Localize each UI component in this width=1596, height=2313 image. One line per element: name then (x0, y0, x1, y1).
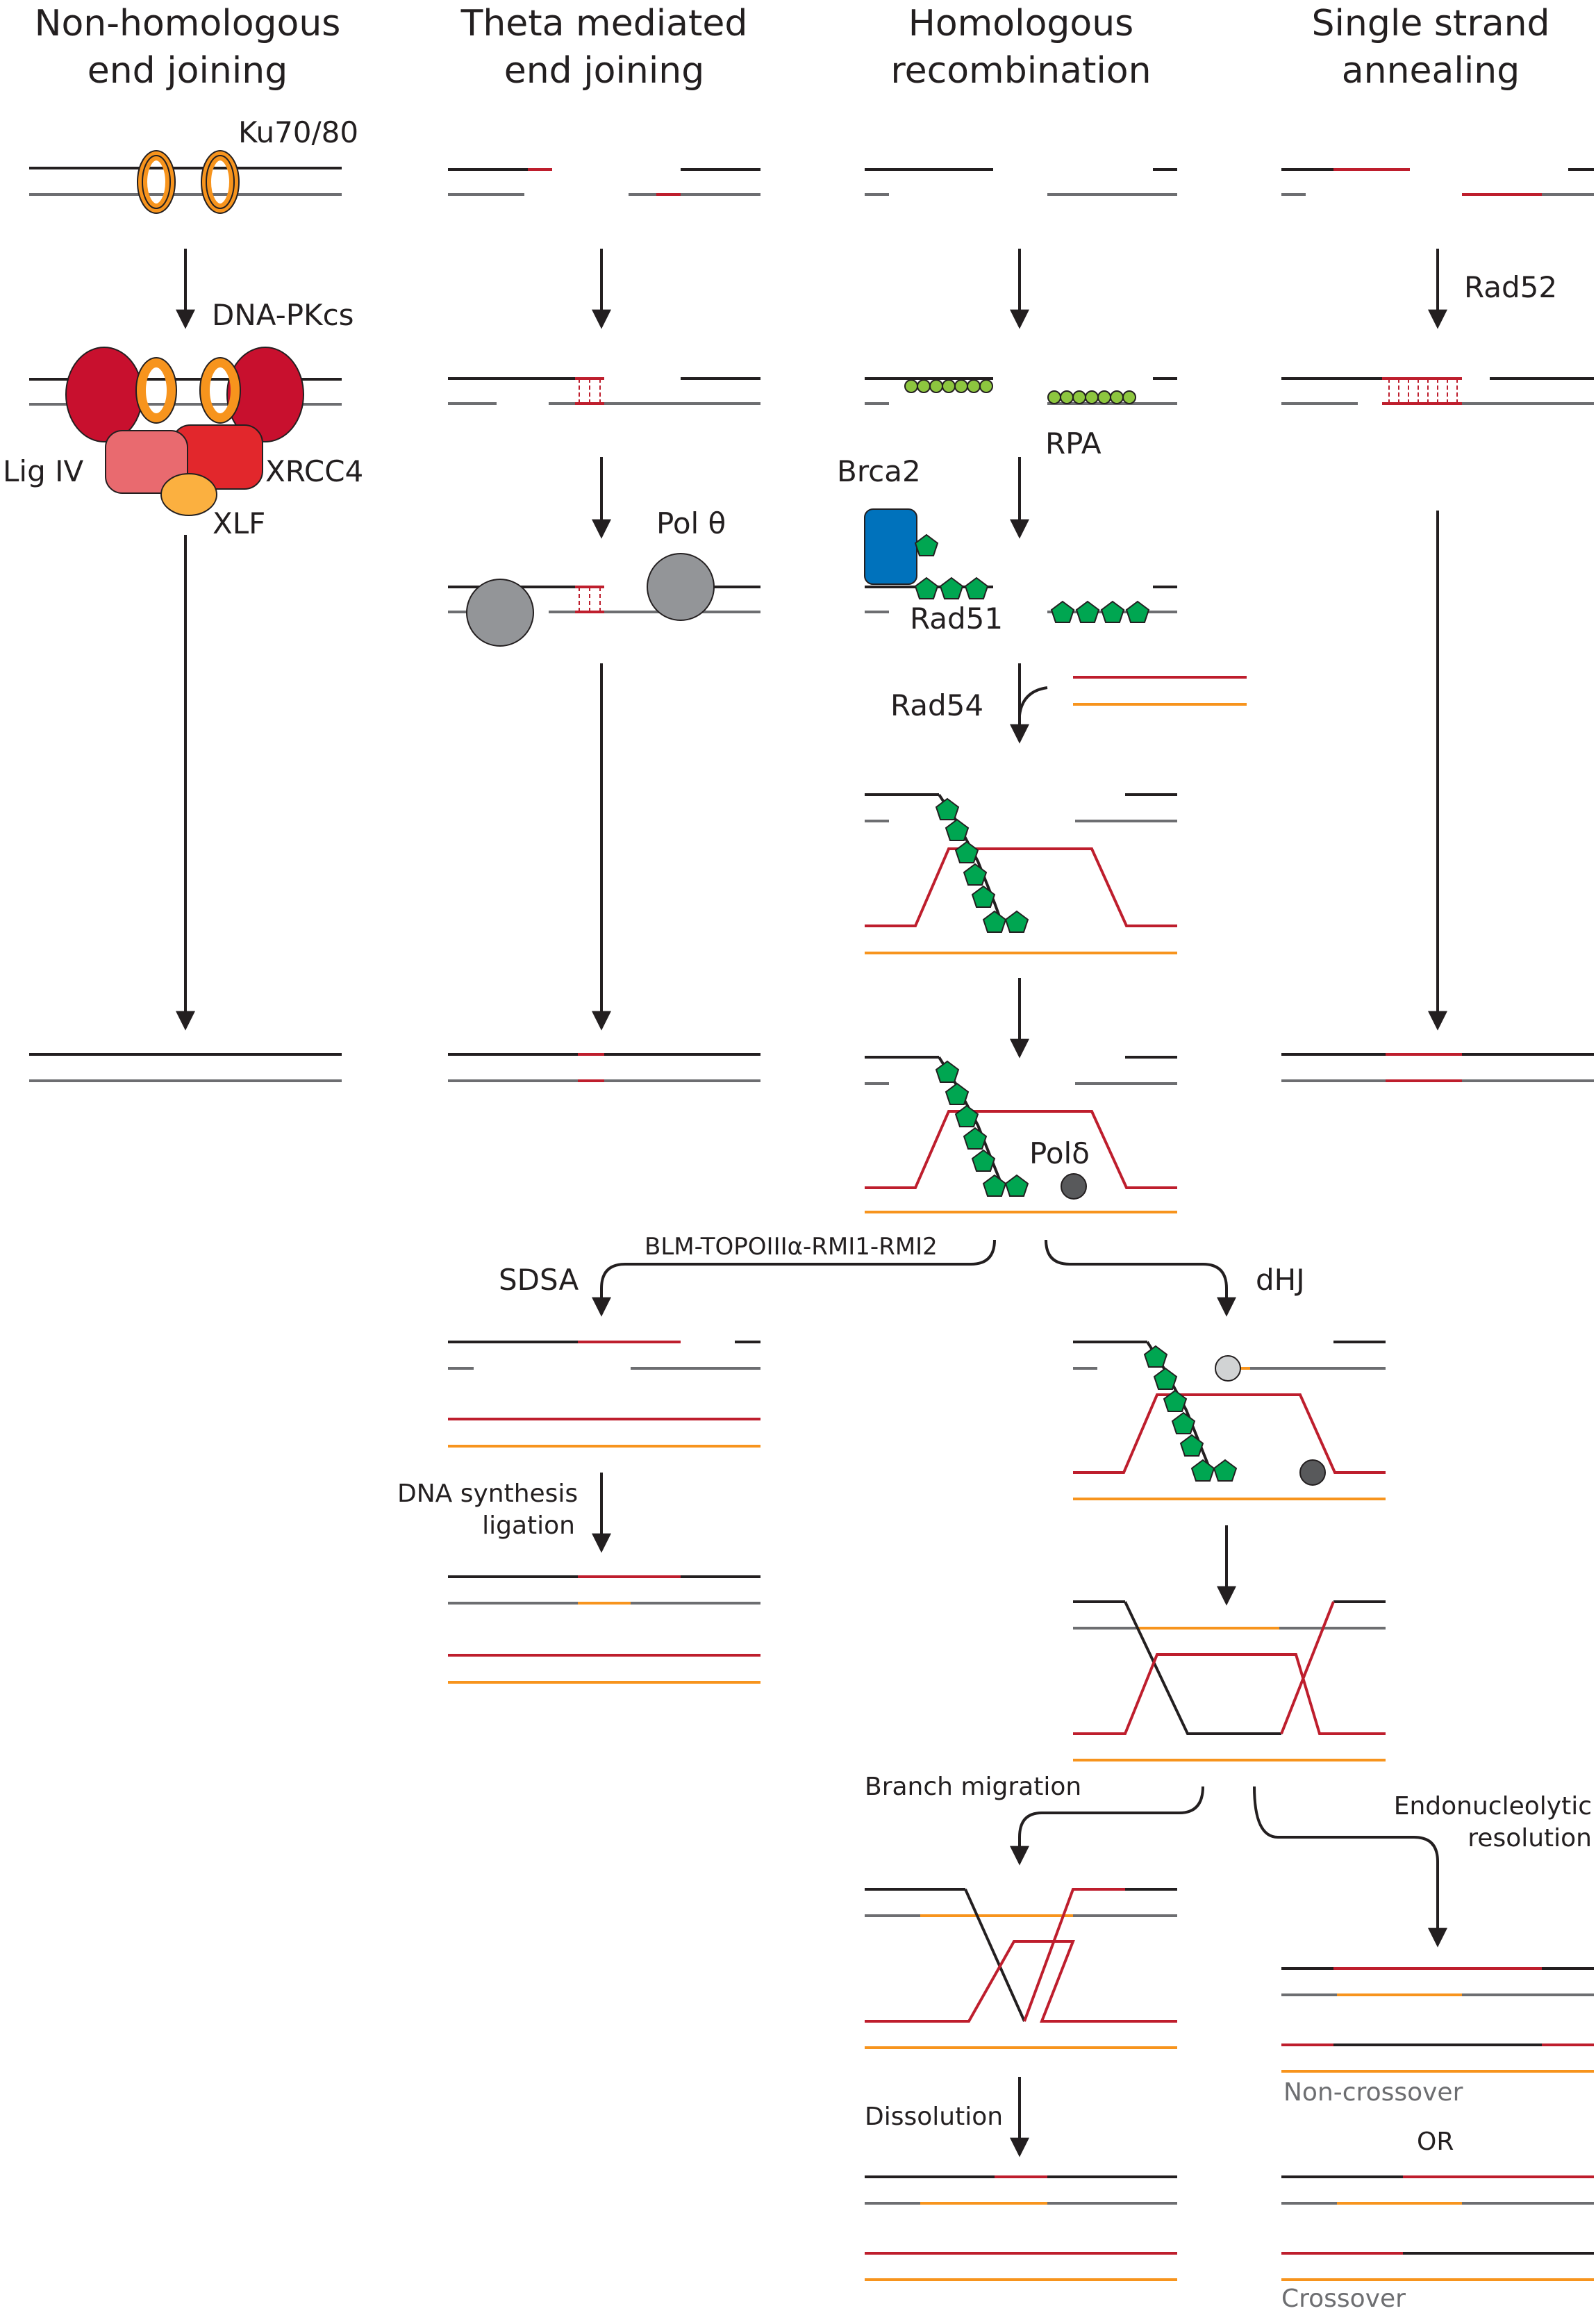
header-tmej-line2: end joining (504, 50, 705, 92)
label-dna-synthesis: DNA synthesis ligation (397, 1478, 579, 1542)
label-rad51: Rad51 (910, 602, 1004, 636)
label-brca2: Brca2 (837, 454, 921, 488)
label-endonucleolytic: Endonucleolytic resolution (1313, 1791, 1592, 1855)
pol-delta (1299, 1459, 1326, 1486)
ku70-80-ring (201, 150, 240, 214)
label-xrcc4: XRCC4 (265, 454, 364, 488)
label-endonucleolytic-line2: resolution (1468, 1824, 1592, 1852)
rad51-filament (1143, 1345, 1238, 1482)
label-lig-iv: Lig IV (3, 454, 84, 488)
arrow-dhj (1045, 1239, 1236, 1317)
header-ssa-line2: annealing (1341, 50, 1520, 92)
header-tmej: Theta mediated end joining (431, 0, 778, 94)
rad51-filament (935, 1060, 1029, 1197)
rad51-filament (914, 533, 1150, 623)
dhj-branch (1010, 1341, 1447, 1948)
label-dna-synthesis-line1: DNA synthesis (397, 1479, 579, 1508)
label-ku70-80: Ku70/80 (238, 115, 359, 149)
label-crossover: Crossover (1281, 2285, 1406, 2313)
pol-delta-light (1215, 1355, 1241, 1382)
sdsa-branch (448, 1341, 760, 1684)
label-non-crossover: Non-crossover (1283, 2078, 1463, 2107)
label-pol-theta: Pol θ (656, 506, 726, 540)
header-hr-line1: Homologous (908, 3, 1134, 44)
pol-theta (647, 553, 715, 621)
ku70-80-ring (136, 358, 176, 423)
rad51-filament (935, 797, 1029, 933)
label-pol-delta: Polδ (1029, 1136, 1090, 1170)
label-branch-migration: Branch migration (865, 1773, 1082, 1801)
label-dhj: dHJ (1256, 1263, 1305, 1297)
label-dna-synthesis-line2: ligation (482, 1511, 575, 1540)
label-rpa: RPA (1045, 426, 1102, 461)
arrow-endonucleolytic (1253, 1786, 1447, 1948)
label-rad54: Rad54 (890, 688, 984, 722)
dna-pkcs (226, 347, 304, 442)
label-endonucleolytic-line1: Endonucleolytic (1393, 1792, 1592, 1821)
rpa-coat (904, 379, 1136, 404)
dissolution-branch (865, 1888, 1177, 2281)
header-tmej-line1: Theta mediated (460, 3, 748, 44)
label-dna-pkcs: DNA-PKcs (212, 298, 354, 332)
lig-iv (105, 430, 188, 494)
header-ssa: Single strand annealing (1264, 0, 1596, 94)
ssa-column (1281, 168, 1594, 1082)
ku70-80-ring (200, 358, 240, 423)
arrow-sdsa (592, 1239, 996, 1317)
resolution-branch (1281, 1967, 1594, 2281)
arrow-branch-migration (1010, 1786, 1204, 1866)
nhej-column (29, 150, 342, 1082)
pol-theta (466, 579, 534, 647)
label-xlf: XLF (213, 506, 266, 540)
header-nhej-line1: Non-homologous (34, 3, 341, 44)
label-sdsa: SDSA (499, 1263, 579, 1297)
header-nhej: Non-homologous end joining (14, 0, 361, 94)
dna-pkcs (65, 347, 143, 442)
label-rad52: Rad52 (1464, 270, 1558, 304)
pol-delta (1061, 1173, 1087, 1200)
label-dissolution: Dissolution (865, 2103, 1004, 2131)
ku70-80-ring (137, 150, 176, 214)
header-nhej-line2: end joining (87, 50, 288, 92)
label-btrr: BLM-TOPOIIIα-RMI1-RMI2 (645, 1233, 938, 1261)
hr-column (592, 168, 1247, 1317)
brca2 (864, 508, 917, 585)
xlf (160, 473, 217, 516)
tmej-column (448, 168, 760, 1082)
header-hr-line2: recombination (890, 50, 1152, 92)
header-ssa-line1: Single strand (1311, 3, 1550, 44)
header-hr: Homologous recombination (847, 0, 1195, 94)
label-or: OR (1417, 2128, 1454, 2156)
